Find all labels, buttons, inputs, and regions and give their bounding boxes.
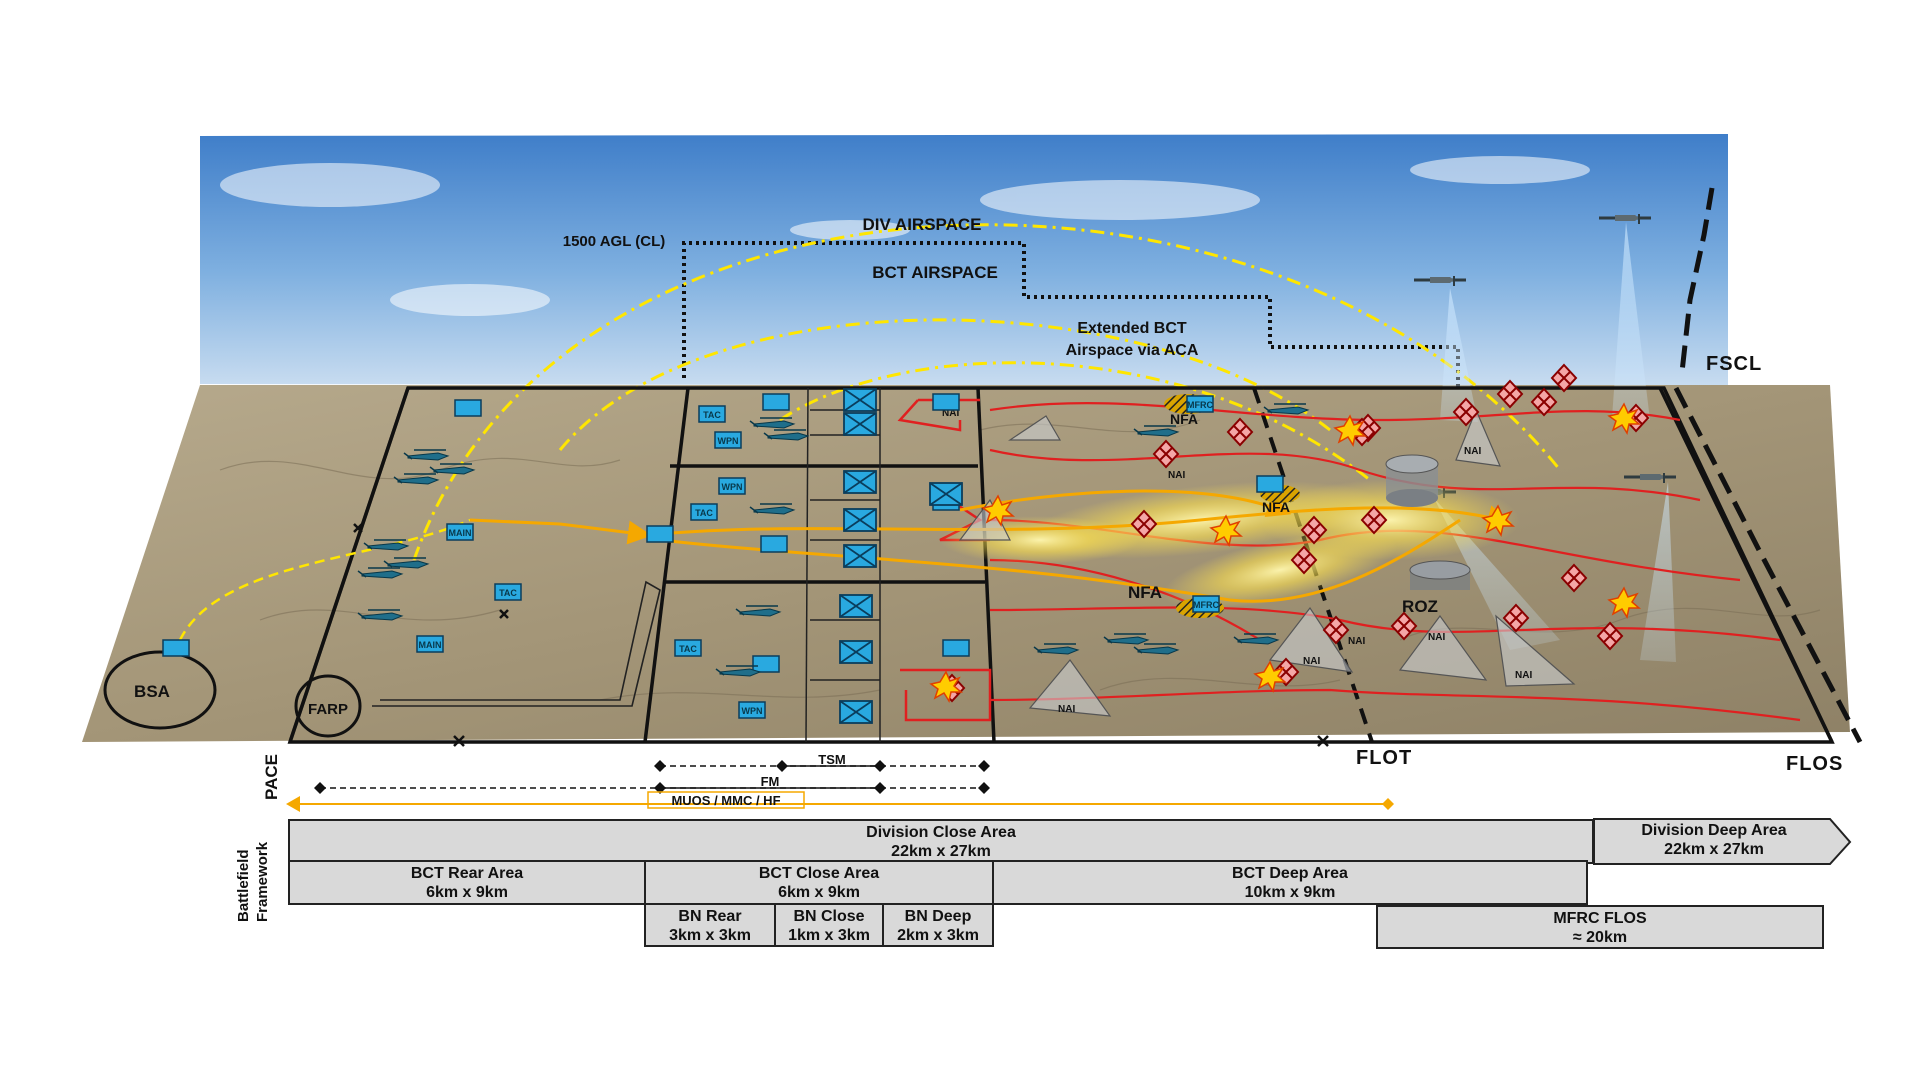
bn-grid [805,387,881,743]
flos-label: FLOS [1786,753,1843,775]
agl-label: 1500 AGL (CL) [563,233,666,250]
unit-icon [646,525,674,543]
div-deep-area-bar: Division Deep Area 22km x 27km [1641,822,1787,858]
pace-label: PACE [262,754,281,800]
fm-label: FM [761,774,780,789]
svg-text:TAC: TAC [679,644,697,654]
roz-cylinder [1385,454,1439,507]
bct-airspace-label: BCT AIRSPACE [872,263,998,282]
svg-text:FARP: FARP [308,701,348,718]
muos-endpoint [1382,798,1394,810]
unit-icon [942,639,970,657]
pace-endpoints [314,760,990,794]
svg-text:TAC: TAC [703,410,721,420]
nfa-label: NFA [1262,499,1290,515]
extended-bct-label-2: Airspace via ACA [1066,342,1199,359]
sky-backdrop [200,134,1728,386]
svg-text:MFRC: MFRC [1187,400,1213,410]
svg-text:WPN: WPN [718,436,739,446]
svg-text:WPN: WPN [722,482,743,492]
framework-label-1: Battlefield [235,849,252,922]
clouds [220,156,1590,316]
tsm-label: TSM [818,752,845,767]
svg-text:NAI: NAI [1168,470,1185,481]
unit-icon [454,399,482,417]
nai-labels: NAI NAI NAI NAI NAI NAI NAI NAI [942,408,1532,715]
svg-text:BSA: BSA [134,682,170,701]
bn-rear-bar: BN Rear 3km x 3km [644,903,776,947]
airspace-arcs [412,223,1562,561]
bsa-route [178,518,471,641]
svg-text:NAI: NAI [1515,670,1532,681]
boundary-x-marks [353,523,1329,747]
div-airspace-label: DIV AIRSPACE [862,215,981,234]
fscl-line [1673,187,1863,744]
nai-areas [958,408,1576,717]
unit-icon [752,655,780,673]
div-close-area-bar: Division Close Area 22km x 27km [288,819,1594,864]
svg-text:TAC: TAC [499,588,517,598]
nfa-label: NFA [1170,411,1198,427]
nfa-label: NFA [1128,583,1162,602]
supply-route [372,580,661,707]
fscl-label: FSCL [1706,353,1762,375]
svg-text:WPN: WPN [742,706,763,716]
svg-text:MAIN: MAIN [449,528,472,538]
mfrc-icon [1256,475,1284,493]
bct-deep-area-bar: BCT Deep Area 10km x 9km [992,860,1588,905]
svg-text:NAI: NAI [942,408,959,419]
unit-icon [762,393,790,411]
extended-bct-label-1: Extended BCT [1077,320,1187,337]
bn-close-bar: BN Close 1km x 3km [774,903,884,947]
bsa-area: BSA [103,650,217,730]
mfrc-flos-bar: MFRC FLOS ≈ 20km [1376,905,1824,949]
bsa-unit-icon [162,639,190,657]
svg-text:MAIN: MAIN [419,640,442,650]
zone-boundaries [287,386,1835,744]
roz-label: ROZ [1402,597,1438,616]
muos-label: MUOS / MMC / HF [671,793,780,808]
div-deep-arrow [1593,818,1852,865]
airspace-boundaries [682,241,1460,390]
svg-text:TAC: TAC [695,508,713,518]
unit-labels: MAIN TAC MAIN TAC WPN TAC WPN TAC WPN MF… [419,400,1220,716]
bn-deep-bar: BN Deep 2km x 3km [882,903,994,947]
framework-label-2: Framework [254,841,271,922]
svg-text:NAI: NAI [1058,704,1075,715]
farp-area: FARP [294,674,362,738]
svg-text:NAI: NAI [1348,636,1365,647]
muos-arrowhead [286,796,300,812]
flot-label: FLOT [1356,747,1412,769]
roz-cylinder-small [1409,560,1471,590]
svg-text:NAI: NAI [1464,446,1481,457]
svg-text:NAI: NAI [1428,632,1445,643]
svg-text:NAI: NAI [1303,656,1320,667]
unit-icon [760,535,788,553]
bct-close-area-bar: BCT Close Area 6km x 9km [644,860,994,905]
unit-icon [932,393,960,411]
pace-lines [320,765,984,789]
bct-rear-area-bar: BCT Rear Area 6km x 9km [288,860,646,905]
muos-label-box [647,791,805,809]
svg-text:MFRC: MFRC [1193,600,1219,610]
terrain-ground [82,385,1850,742]
